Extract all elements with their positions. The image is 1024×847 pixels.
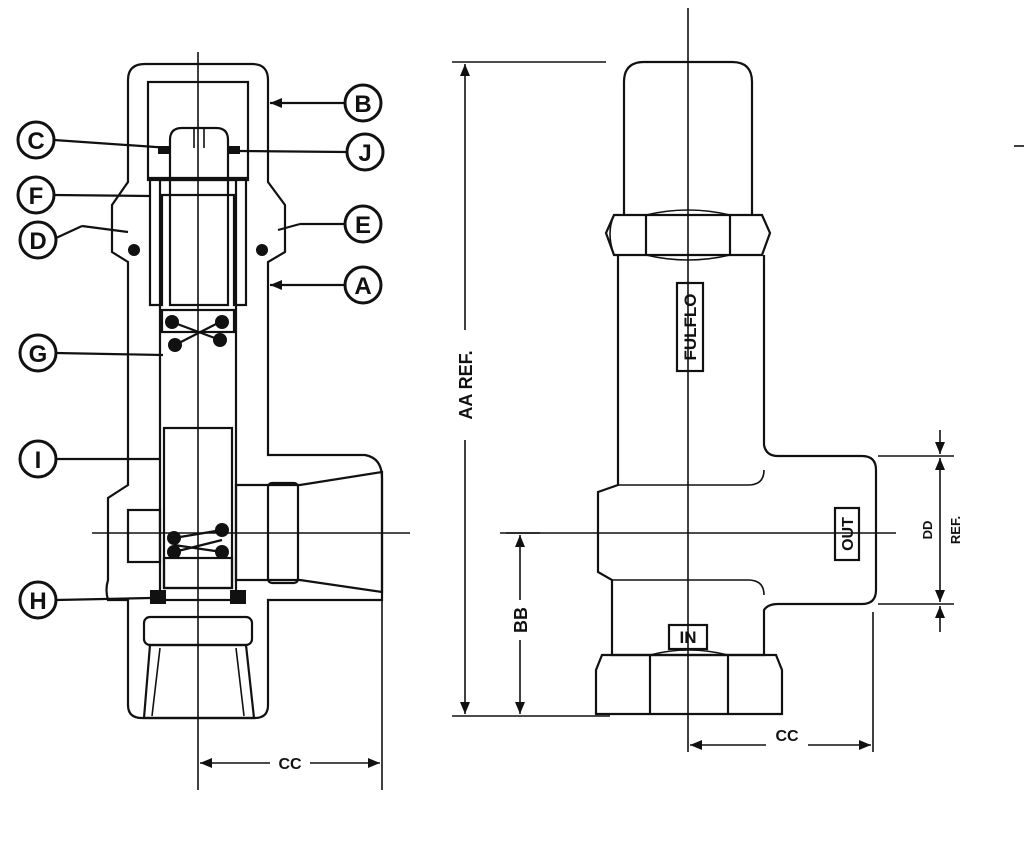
spring-upper	[165, 315, 229, 352]
adjusting-plug	[148, 176, 248, 307]
svg-text:A: A	[354, 273, 371, 300]
outlet-label-box	[833, 506, 861, 562]
inlet-label-box	[667, 623, 709, 651]
o-ring-h-right	[230, 590, 246, 604]
svg-text:H: H	[29, 588, 46, 615]
svg-text:B: B	[354, 91, 371, 118]
o-ring-e	[256, 244, 268, 256]
svg-text:F: F	[29, 183, 44, 210]
o-ring-h-left	[150, 590, 166, 604]
svg-text:D: D	[29, 228, 46, 255]
outlet-label: OUT	[840, 517, 857, 551]
brand-label-box	[675, 281, 705, 373]
callout-C: C	[16, 120, 56, 160]
callout-G: G	[18, 333, 58, 373]
dim-dd-1: DD	[920, 521, 935, 540]
outlet-port	[234, 470, 384, 594]
inlet-label: IN	[680, 628, 697, 647]
callout-I: I	[18, 439, 58, 479]
callout-H: H	[18, 580, 58, 620]
svg-text:C: C	[27, 128, 44, 155]
callout-J: J	[345, 132, 385, 172]
body-wall	[105, 62, 384, 720]
dim-cc-left: CC	[278, 756, 302, 773]
dim-aa: AA REF.	[456, 350, 476, 419]
lower-hex-nut	[594, 653, 784, 716]
callout-leaders	[53, 98, 347, 602]
svg-text:J: J	[358, 140, 371, 167]
section-view: CC	[92, 52, 410, 790]
external-view: FULFLO OUT IN AA REF. BB CC	[452, 8, 1024, 752]
dim-cc-right: CC	[775, 728, 799, 745]
svg-text:E: E	[355, 212, 371, 239]
callout-B: B	[343, 83, 383, 123]
adjusting-stem	[168, 126, 230, 307]
boss-pocket	[126, 508, 162, 564]
callout-A: A	[343, 265, 383, 305]
dim-bb: BB	[511, 607, 531, 633]
callout-F: F	[16, 175, 56, 215]
svg-text:I: I	[35, 447, 42, 474]
brand-label: FULFLO	[681, 293, 700, 360]
valve-body	[596, 255, 878, 657]
svg-text:G: G	[29, 341, 48, 368]
upper-hex-nut	[604, 213, 772, 257]
callout-E: E	[343, 204, 383, 244]
dim-dd-2: REF.	[948, 516, 963, 544]
o-ring-d	[128, 244, 140, 256]
callout-D: D	[18, 220, 58, 260]
